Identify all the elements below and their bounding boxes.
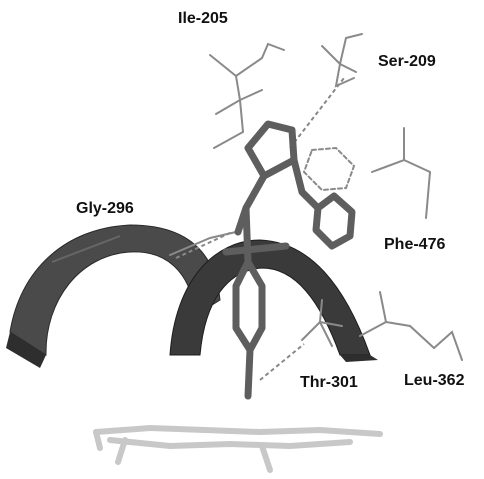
heme-lower-chain [110,440,350,446]
residue-lines [170,34,462,360]
ligand-stem [246,208,248,262]
ile-205-sidechain [210,44,284,148]
heme-side-chain-2 [262,446,270,470]
label-gly-296: Gly-296 [76,200,134,218]
ligand-pyrrolidine-ring [248,124,294,176]
ligand-linker-1 [238,176,264,232]
hbond-ser-209 [290,78,344,148]
label-ser-209: Ser-209 [378,53,436,71]
label-phe-476: Phe-476 [384,236,445,254]
label-ile-205: Ile-205 [178,10,228,28]
heme-ring-right [260,430,380,434]
heme-side-chain-3 [96,432,100,448]
heme-ring-left [96,428,260,432]
ligand-pyridine-ring [236,262,262,350]
ser-209-sidechain [322,34,362,86]
leu-362-sidechain [360,292,462,360]
phe-476-ring [304,148,354,190]
ligand-phenyl-ring [316,196,352,246]
helix-right-end [340,355,378,362]
hbond-thr-301 [260,344,304,380]
ligand-tail [248,350,250,396]
label-thr-301: Thr-301 [300,374,358,392]
label-leu-362: Leu-362 [404,372,464,390]
phe-476-sidechain [372,128,430,218]
heme-sticks [96,428,380,470]
